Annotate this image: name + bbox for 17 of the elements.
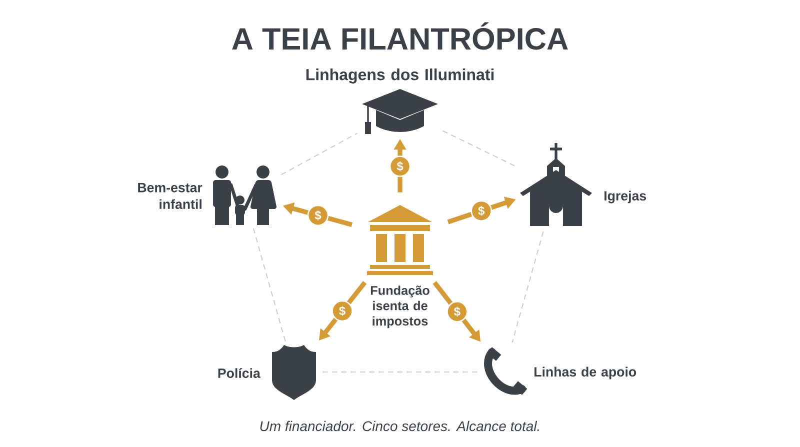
coin-label: $ xyxy=(332,300,353,322)
connector-line xyxy=(512,231,544,343)
node-label: Polícia xyxy=(218,368,260,378)
connector-line xyxy=(252,228,286,342)
node-label: Linhas de apoio xyxy=(534,366,636,380)
node-label: Igrejas xyxy=(604,190,646,204)
coin-label: $ xyxy=(446,301,468,322)
coin-label: $ xyxy=(307,204,329,226)
title: A TEIA FILANTRÓPICA xyxy=(232,22,568,50)
connector-line xyxy=(320,371,478,373)
node-label: Bem-estar infantil xyxy=(138,183,202,209)
connector-line xyxy=(281,132,358,176)
caption: Um financiador. Cinco setores. Alcance total. xyxy=(260,420,539,432)
node-label: Linhagens dos Illuminati xyxy=(306,68,494,84)
coin-label: $ xyxy=(389,156,411,177)
coin-label: $ xyxy=(470,200,492,222)
node-label: Fundação isenta de impostos xyxy=(370,286,430,328)
